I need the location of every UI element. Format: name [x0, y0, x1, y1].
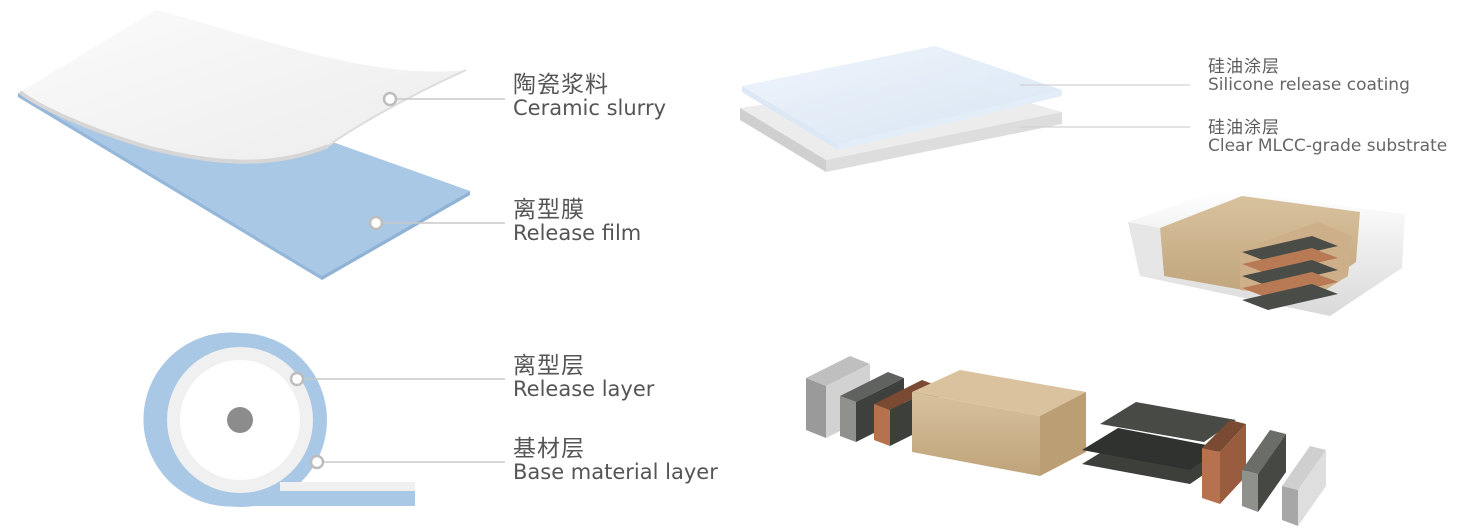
film-roll	[143, 332, 415, 507]
label-release-film-zh: 离型膜	[513, 197, 585, 223]
label-base-material-layer-zh: 基材层	[513, 436, 585, 462]
label-clear-substrate-zh: 硅油涂层	[1208, 118, 1280, 138]
label-release-film-en: Release film	[513, 221, 642, 246]
label-clear-substrate: 硅油涂层 Clear MLCC-grade substrate	[1208, 118, 1448, 156]
label-ceramic-slurry-zh: 陶瓷浆料	[513, 72, 609, 98]
exploded-mlcc	[806, 356, 1326, 526]
mlcc-internal-electrodes	[1242, 236, 1338, 310]
marker-ceramic-slurry	[382, 91, 398, 107]
label-ceramic-slurry-en: Ceramic slurry	[513, 96, 667, 121]
ceramic-slurry-sheet	[18, 10, 467, 164]
marker-release-film	[368, 215, 384, 231]
marker-base-material	[309, 454, 325, 470]
label-silicone-coating: 硅油涂层 Silicone release coating	[1208, 57, 1410, 95]
label-silicone-coating-zh: 硅油涂层	[1208, 57, 1280, 77]
label-release-layer-zh: 离型层	[513, 353, 585, 379]
silicone-coating-layer	[742, 46, 1062, 150]
label-release-film: 离型膜 Release film	[513, 198, 641, 244]
label-base-material-layer-en: Base material layer	[513, 460, 718, 485]
label-base-material-layer: 基材层 Base material layer	[513, 437, 718, 483]
label-release-layer-en: Release layer	[513, 377, 655, 402]
label-ceramic-slurry: 陶瓷浆料 Ceramic slurry	[513, 73, 666, 119]
label-silicone-coating-en: Silicone release coating	[1208, 74, 1410, 95]
mlcc-chip	[1128, 190, 1405, 316]
roll-core	[227, 407, 253, 433]
label-clear-substrate-en: Clear MLCC-grade substrate	[1208, 135, 1448, 156]
label-release-layer: 离型层 Release layer	[513, 354, 654, 400]
marker-release-layer	[289, 371, 305, 387]
